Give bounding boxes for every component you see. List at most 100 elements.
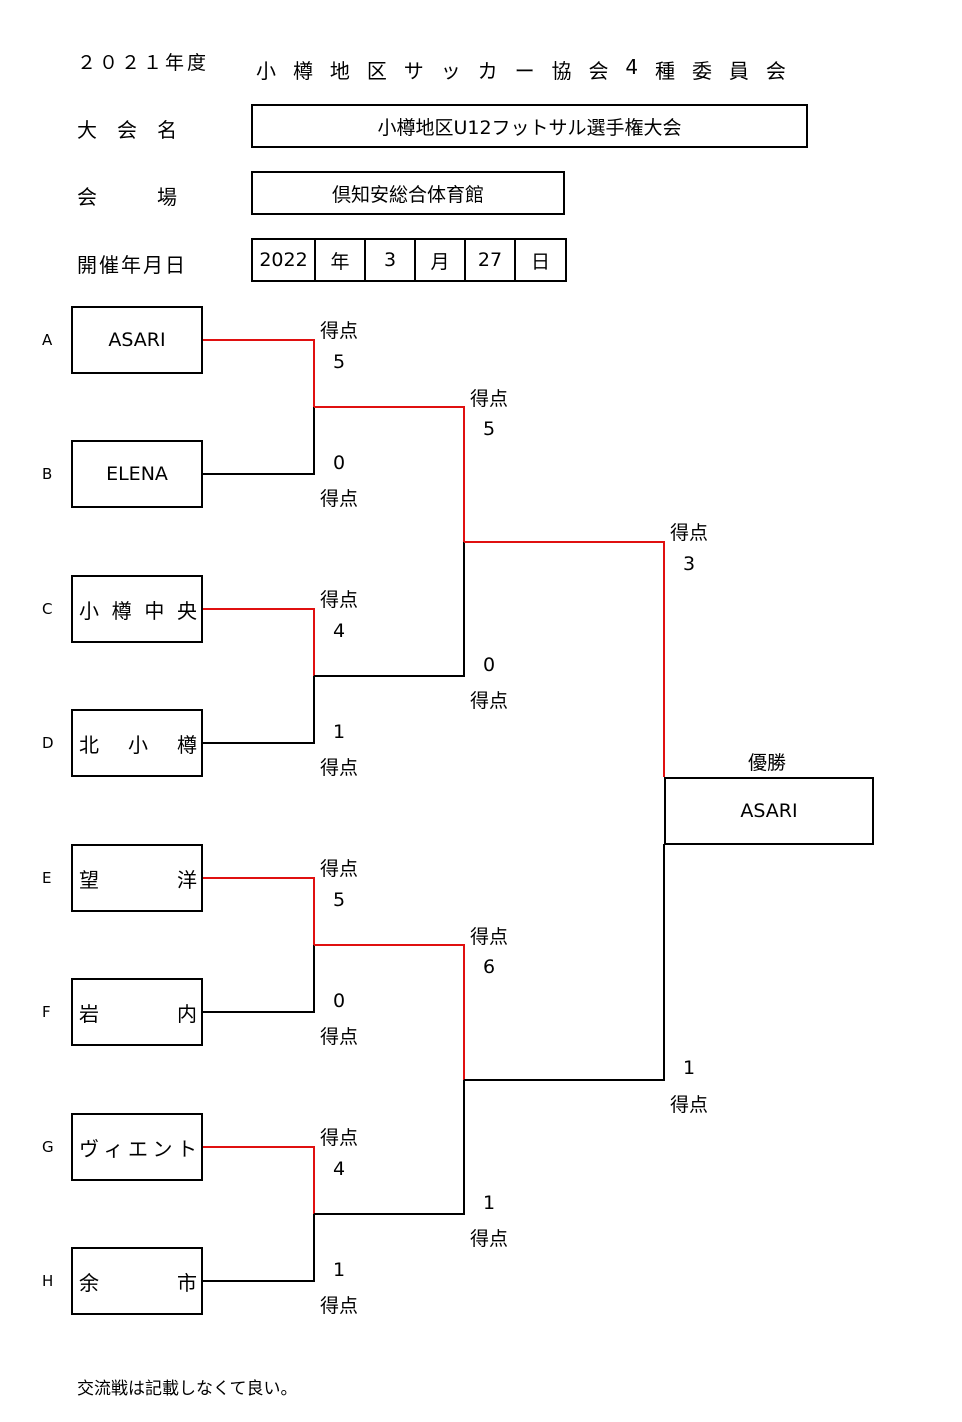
line-h bbox=[202, 1214, 315, 1282]
line-e-win bbox=[202, 877, 315, 945]
team-name-char: 洋 bbox=[177, 867, 197, 892]
team-name: ELENA bbox=[106, 463, 168, 485]
score-label: 得点 bbox=[669, 522, 708, 544]
line-ab-win bbox=[314, 406, 465, 542]
score-value: 5 bbox=[482, 418, 496, 440]
organization-char: ー bbox=[514, 59, 535, 83]
line-a-win bbox=[202, 339, 315, 407]
score-label: 得点 bbox=[469, 388, 508, 410]
team-box-b: ELENA bbox=[71, 440, 203, 508]
team-box-f: 岩 内 bbox=[71, 978, 203, 1046]
organization-char: 協 bbox=[551, 59, 572, 83]
date-year-unit: 年 bbox=[316, 240, 366, 280]
score-label: 得点 bbox=[319, 320, 358, 342]
team-name-char: 央 bbox=[176, 598, 197, 623]
date-label: 開催年月日 bbox=[77, 253, 187, 277]
line-f bbox=[202, 945, 315, 1013]
score-value: 5 bbox=[332, 889, 346, 911]
date-month-unit: 月 bbox=[416, 240, 466, 280]
score-label: 得点 bbox=[319, 488, 358, 510]
venue-box: 倶知安総合体育館 bbox=[251, 171, 565, 215]
line-gh bbox=[314, 1080, 465, 1215]
tournament-name: 小樽地区U12フットサル選手権大会 bbox=[377, 116, 682, 139]
team-letter: A bbox=[42, 331, 53, 349]
line-top-win bbox=[464, 541, 665, 777]
line-bottom bbox=[464, 844, 665, 1081]
footnote: 交流戦は記載しなくて良い。 bbox=[77, 1379, 298, 1399]
score-label: 得点 bbox=[319, 757, 358, 779]
organization-char: 委 bbox=[691, 59, 712, 83]
score-value: 1 bbox=[482, 1192, 496, 1214]
organization-char: 会 bbox=[765, 59, 786, 83]
score-label: 得点 bbox=[669, 1094, 708, 1116]
organization-char: 樽 bbox=[292, 59, 313, 83]
organization-char: 種 bbox=[655, 59, 676, 83]
team-name-char: 望 bbox=[79, 867, 99, 892]
team-letter: D bbox=[42, 734, 54, 752]
score-value: 4 bbox=[332, 620, 346, 642]
organization-char: ッ bbox=[440, 59, 461, 83]
venue-name: 倶知安総合体育館 bbox=[331, 183, 484, 206]
team-name-char: 樽 bbox=[111, 598, 132, 623]
score-value: 1 bbox=[332, 1259, 346, 1281]
season-year: ２０２１年度 bbox=[77, 52, 210, 74]
organization-char: 4 bbox=[625, 55, 639, 79]
team-name: ASARI bbox=[108, 329, 166, 351]
team-name-char: ィ bbox=[103, 1136, 124, 1161]
team-letter: H bbox=[42, 1272, 54, 1290]
date-year: 2022 bbox=[253, 240, 316, 280]
score-label: 得点 bbox=[319, 1026, 358, 1048]
team-box-h: 余 市 bbox=[71, 1247, 203, 1315]
team-name-char: 北 bbox=[79, 732, 99, 757]
champion-name: ASARI bbox=[740, 800, 798, 822]
team-name-char: エ bbox=[128, 1136, 148, 1161]
team-name-char: 内 bbox=[177, 1001, 197, 1026]
team-name-char: 中 bbox=[144, 598, 165, 623]
team-box-c: 小 樽 中 央 bbox=[71, 575, 203, 643]
champion-box: ASARI bbox=[664, 777, 874, 845]
score-value: 5 bbox=[332, 351, 346, 373]
team-letter: F bbox=[42, 1003, 51, 1021]
date-day-unit: 日 bbox=[530, 250, 550, 273]
organization-char: 員 bbox=[728, 59, 749, 83]
organization-char: 会 bbox=[588, 59, 609, 83]
score-label: 得点 bbox=[319, 858, 358, 880]
score-value: 6 bbox=[482, 956, 496, 978]
champion-label: 優勝 bbox=[748, 752, 787, 774]
score-value: 1 bbox=[682, 1057, 696, 1079]
score-label: 得点 bbox=[319, 1127, 358, 1149]
score-value: 1 bbox=[332, 721, 346, 743]
organization-char: カ bbox=[477, 59, 498, 83]
date-month: 3 bbox=[366, 240, 416, 280]
tournament-label: 大 会 名 bbox=[77, 118, 177, 142]
organization-char: 区 bbox=[366, 59, 387, 83]
score-value: 4 bbox=[332, 1158, 346, 1180]
team-letter: G bbox=[42, 1138, 54, 1156]
score-value: 3 bbox=[682, 553, 696, 575]
line-b bbox=[202, 407, 315, 475]
team-letter: C bbox=[42, 600, 53, 618]
organization-char: 地 bbox=[329, 59, 350, 83]
line-cd bbox=[314, 542, 465, 677]
team-box-e: 望 洋 bbox=[71, 844, 203, 912]
venue-label: 会 場 bbox=[77, 185, 177, 209]
team-name-char: 余 bbox=[79, 1270, 99, 1295]
line-g-win bbox=[202, 1146, 315, 1214]
team-name-char: 市 bbox=[177, 1270, 197, 1295]
tournament-name-box: 小樽地区U12フットサル選手権大会 bbox=[251, 104, 808, 148]
team-letter: E bbox=[42, 869, 52, 887]
line-ef-win bbox=[314, 944, 465, 1080]
team-name-char: 樽 bbox=[177, 732, 197, 757]
organization-char: 小 bbox=[256, 59, 276, 83]
date-table: 2022 年 3 月 27 日 bbox=[251, 238, 567, 282]
team-name-char: ヴ bbox=[79, 1136, 99, 1161]
line-c-win bbox=[202, 608, 315, 676]
line-d bbox=[202, 676, 315, 744]
team-letter: B bbox=[42, 465, 53, 483]
score-label: 得点 bbox=[469, 926, 508, 948]
score-value: 0 bbox=[332, 990, 346, 1012]
team-name-char: 岩 bbox=[79, 1001, 99, 1026]
score-label: 得点 bbox=[319, 589, 358, 611]
